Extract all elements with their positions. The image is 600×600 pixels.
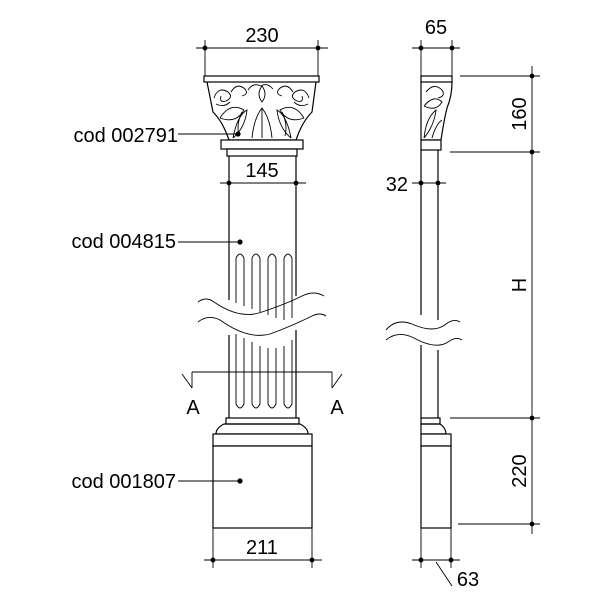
code-callouts: cod 002791 cod 004815 cod 001807 <box>71 125 243 493</box>
dimension-160: 160 <box>509 97 531 130</box>
capital-front <box>203 75 320 157</box>
base-front <box>212 417 313 529</box>
shaft-code-label: cod 004815 <box>71 231 176 253</box>
dimension-145: 145 <box>245 160 278 182</box>
base-code-label: cod 001807 <box>71 471 176 493</box>
side-view: 65 32 63 <box>385 17 540 591</box>
dimension-base-width: 211 <box>204 528 322 568</box>
shaft-front <box>197 156 327 418</box>
capital-side <box>420 75 453 151</box>
dimension-230: 230 <box>245 25 278 47</box>
section-line: A A <box>181 371 344 419</box>
dimension-capital-width: 230 <box>196 25 328 76</box>
section-label-right: A <box>330 397 344 419</box>
shaft-side <box>385 150 463 418</box>
dimension-63: 63 <box>457 569 479 591</box>
dimension-vertical-chain: 160 H 220 <box>450 66 540 534</box>
dimension-side-shaft: 32 <box>386 174 446 196</box>
section-label-left: A <box>186 397 200 419</box>
capital-code-label: cod 002791 <box>73 125 178 147</box>
dimension-side-base: 63 <box>412 528 479 591</box>
dimension-shaft-width: 145 <box>220 156 306 190</box>
dimension-211: 211 <box>246 537 278 559</box>
dimension-H: H <box>509 278 531 292</box>
front-view: A A 230 145 211 <box>71 25 344 568</box>
dimension-side-capital: 65 <box>412 17 460 76</box>
dimension-220: 220 <box>509 454 531 487</box>
dimension-32: 32 <box>386 174 408 196</box>
dimension-65: 65 <box>425 17 447 39</box>
base-side <box>420 417 452 529</box>
